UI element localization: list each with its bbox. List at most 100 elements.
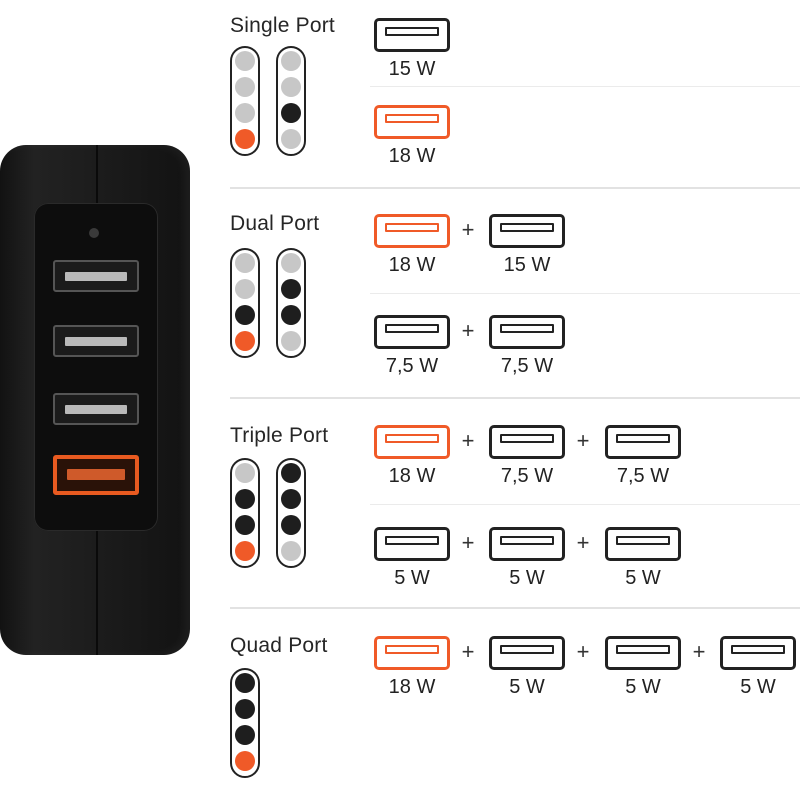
port-indicator — [230, 668, 260, 778]
indicator-dot-black — [235, 725, 255, 745]
indicator-dot-grey — [235, 103, 255, 123]
indicator-dot-black — [281, 489, 301, 509]
indicator-dot-black — [235, 305, 255, 325]
usb-port-icon — [374, 636, 450, 670]
usb-slot — [385, 645, 439, 654]
indicator-dot-black — [235, 489, 255, 509]
port-wattage: 5 W — [509, 567, 545, 589]
usb-port-icon — [374, 315, 450, 349]
usb-slot — [385, 324, 439, 333]
indicator-dot-black — [235, 699, 255, 719]
port-indicator — [230, 46, 260, 156]
port-wattage: 18 W — [388, 254, 436, 276]
port-wattage: 18 W — [388, 145, 436, 167]
usb-port-icon — [605, 636, 681, 670]
usb-slot — [385, 114, 439, 123]
usb-port-icon — [374, 18, 450, 52]
indicator-dot-orange — [235, 541, 255, 561]
usb-slot — [385, 536, 439, 545]
usb-slot — [500, 434, 554, 443]
port-wattage: 15 W — [388, 58, 436, 80]
indicator-dot-black — [281, 305, 301, 325]
indicator-dot-orange — [235, 751, 255, 771]
indicator-dot-grey — [235, 253, 255, 273]
usb-port-icon — [605, 425, 681, 459]
plus-sign: + — [692, 639, 706, 664]
port-indicator — [276, 248, 306, 358]
indicator-dot-black — [235, 673, 255, 693]
port-wattage: 18 W — [388, 676, 436, 698]
charger-device-icon — [0, 145, 190, 655]
port-wattage: 7,5 W — [500, 355, 554, 377]
usb-port-icon — [489, 636, 565, 670]
charger-usb-port-2 — [53, 325, 139, 357]
port-wattage: 5 W — [740, 676, 776, 698]
usb-slot — [500, 324, 554, 333]
usb-port-icon — [374, 527, 450, 561]
section-title: Quad Port — [230, 634, 328, 657]
section-title: Single Port — [230, 14, 335, 37]
charger-usb-port-1 — [53, 260, 139, 292]
indicator-dot-black — [235, 515, 255, 535]
charger-usb-port-3 — [53, 393, 139, 425]
usb-slot — [731, 645, 785, 654]
usb-port-icon — [489, 527, 565, 561]
indicator-dot-black — [281, 103, 301, 123]
port-wattage: 5 W — [509, 676, 545, 698]
indicator-dot-grey — [281, 253, 301, 273]
indicator-dot-grey — [281, 51, 301, 71]
indicator-dot-black — [281, 463, 301, 483]
section-divider — [230, 187, 800, 189]
row-divider — [370, 504, 800, 505]
plus-sign: + — [461, 428, 475, 453]
indicator-dot-grey — [235, 77, 255, 97]
section-divider — [230, 397, 800, 399]
port-wattage: 5 W — [625, 567, 661, 589]
indicator-dot-grey — [281, 129, 301, 149]
charger-led-icon — [89, 228, 99, 238]
usb-port-icon — [489, 425, 565, 459]
usb-port-icon — [374, 214, 450, 248]
plus-sign: + — [576, 428, 590, 453]
port-wattage: 7,5 W — [385, 355, 439, 377]
usb-port-icon — [374, 425, 450, 459]
port-indicator — [230, 458, 260, 568]
port-wattage: 7,5 W — [500, 465, 554, 487]
port-wattage: 7,5 W — [616, 465, 670, 487]
indicator-dot-grey — [235, 279, 255, 299]
port-wattage: 18 W — [388, 465, 436, 487]
usb-slot — [385, 27, 439, 36]
plus-sign: + — [576, 639, 590, 664]
section-divider — [230, 607, 800, 609]
plus-sign: + — [461, 217, 475, 242]
usb-slot — [616, 536, 670, 545]
indicator-dot-grey — [235, 51, 255, 71]
usb-slot — [500, 536, 554, 545]
plus-sign: + — [576, 530, 590, 555]
usb-slot — [385, 223, 439, 232]
section-title: Dual Port — [230, 212, 320, 235]
usb-port-icon — [374, 105, 450, 139]
plus-sign: + — [461, 530, 475, 555]
indicator-dot-grey — [235, 463, 255, 483]
port-indicator — [230, 248, 260, 358]
usb-port-icon — [489, 315, 565, 349]
port-indicator — [276, 46, 306, 156]
plus-sign: + — [461, 639, 475, 664]
row-divider — [370, 293, 800, 294]
usb-port-icon — [489, 214, 565, 248]
section-title: Triple Port — [230, 424, 329, 447]
usb-port-icon — [720, 636, 796, 670]
indicator-dot-orange — [235, 331, 255, 351]
row-divider — [370, 86, 800, 87]
port-wattage: 5 W — [625, 676, 661, 698]
charger-fast-charge-port — [53, 455, 139, 495]
usb-slot — [616, 645, 670, 654]
port-wattage: 5 W — [394, 567, 430, 589]
plus-sign: + — [461, 318, 475, 343]
indicator-dot-grey — [281, 331, 301, 351]
indicator-dot-grey — [281, 77, 301, 97]
indicator-dot-orange — [235, 129, 255, 149]
usb-slot — [500, 223, 554, 232]
